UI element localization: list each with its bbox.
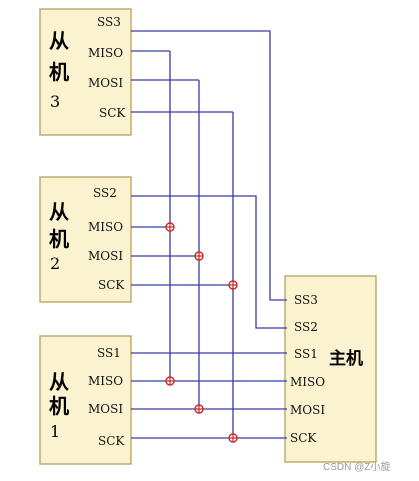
master-pin-sck: SCK	[290, 431, 317, 445]
wire-ss2	[131, 195, 287, 329]
slave2-pin-mosi: MOSI	[88, 249, 123, 263]
slave2-pin-miso: MISO	[88, 220, 123, 234]
master-block: 主机 SS3 SS2 SS1 MISO MOSI SCK	[284, 275, 377, 463]
slave1-pin-mosi: MOSI	[88, 402, 123, 416]
junction-sck-slave2	[228, 280, 238, 290]
junction-mosi-slave2	[194, 251, 204, 261]
slave1-pin-miso: MISO	[88, 374, 123, 388]
slave2-label-number: 2	[50, 254, 60, 273]
slave3-label-char2: 机	[49, 60, 69, 84]
slave3-label-number: 3	[50, 92, 60, 111]
slave3-block: 从 机 3 SS3 MISO MOSI SCK	[39, 8, 132, 136]
master-pin-mosi: MOSI	[290, 403, 325, 417]
master-pin-ss2: SS2	[294, 320, 318, 334]
junction-sck-slave1	[228, 433, 238, 443]
slave2-box	[39, 176, 132, 303]
junction-miso-slave2	[165, 222, 175, 232]
slave1-label-number: 1	[50, 422, 60, 441]
master-pin-ss1: SS1	[294, 347, 318, 361]
slave1-pin-sck: SCK	[98, 434, 125, 448]
slave1-pin-ss1: SS1	[97, 346, 121, 360]
master-pin-miso: MISO	[290, 375, 325, 389]
slave1-box	[39, 335, 132, 465]
slave3-pin-miso: MISO	[88, 46, 123, 60]
slave1-block: 从 机 1 SS1 MISO MOSI SCK	[39, 335, 132, 465]
slave3-label-char1: 从	[49, 29, 69, 53]
slave2-pin-ss2: SS2	[93, 186, 117, 200]
slave1-label-char2: 机	[49, 394, 69, 418]
wires	[131, 30, 287, 439]
slave2-label-char1: 从	[49, 200, 69, 224]
slave3-box	[39, 8, 132, 136]
master-label: 主机	[329, 348, 363, 369]
junction-mosi-slave1	[194, 404, 204, 414]
slave3-pin-sck: SCK	[99, 106, 126, 120]
slave2-pin-sck: SCK	[98, 278, 125, 292]
wire-ss3	[131, 30, 287, 301]
watermark: CSDN @Z小旋	[323, 460, 390, 473]
slave2-block: 从 机 2 SS2 MISO MOSI SCK	[39, 176, 132, 303]
slave2-label-char2: 机	[49, 227, 69, 251]
slave3-pin-mosi: MOSI	[88, 76, 123, 90]
master-pin-ss3: SS3	[294, 293, 318, 307]
slave1-label-char1: 从	[49, 370, 69, 394]
master-box	[284, 275, 377, 463]
slave3-pin-ss3: SS3	[97, 15, 121, 29]
junction-miso-slave1	[165, 376, 175, 386]
